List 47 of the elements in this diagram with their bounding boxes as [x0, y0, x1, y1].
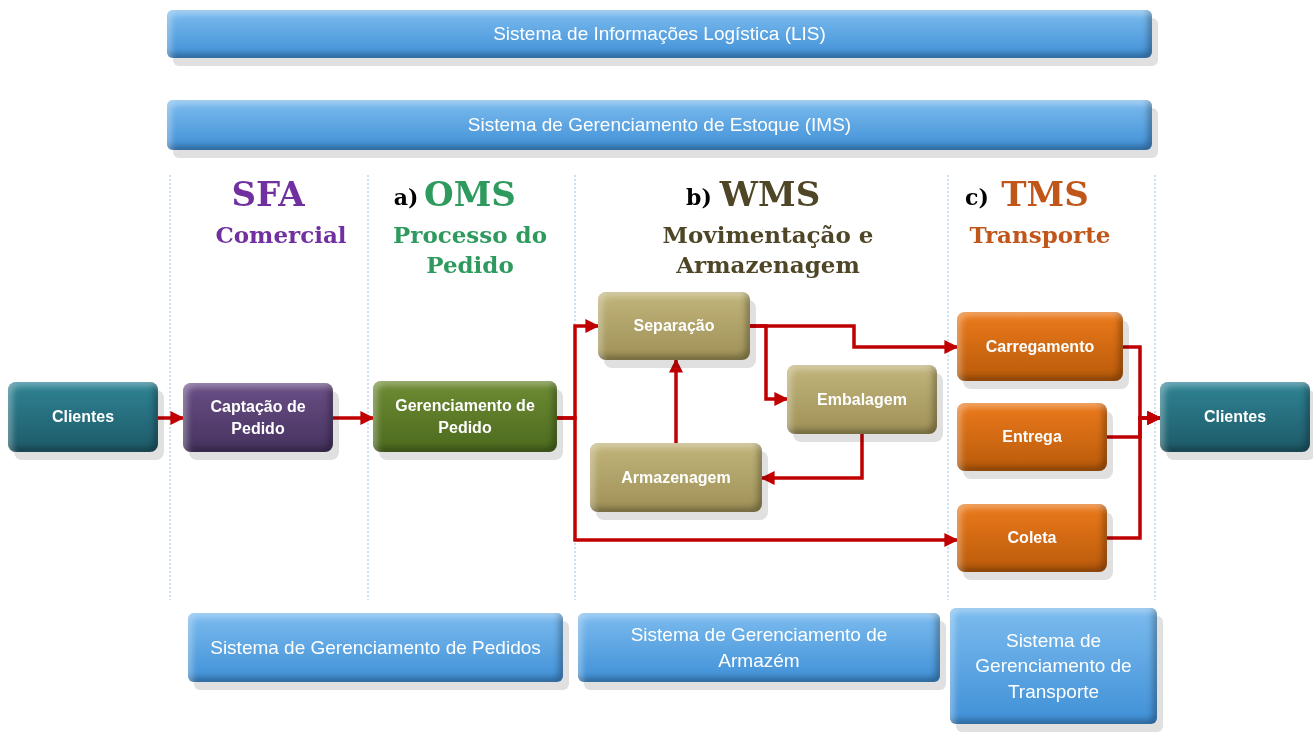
process-box: [590, 443, 762, 512]
column-heading: c): [964, 183, 990, 212]
process-box: [373, 381, 557, 452]
arrow: [158, 411, 185, 425]
column-heading: Processo do Pedido: [391, 220, 549, 280]
column-heading: b): [685, 183, 713, 212]
node-label: Carregamento: [985, 336, 1095, 357]
node-label: Separação: [633, 316, 715, 337]
column-heading: a): [392, 183, 420, 212]
node-label: Sistema de Informações Logística (LIS): [493, 22, 826, 47]
arrow: [557, 416, 959, 547]
column-heading: SFA: [230, 173, 306, 216]
column-heading: Comercial: [214, 220, 348, 250]
process-box: [957, 504, 1107, 572]
arrow: [333, 411, 375, 425]
column-heading: Movimentação e Armazenagem: [661, 220, 875, 280]
arrow: [669, 358, 683, 443]
system-bar: [950, 608, 1157, 724]
node-label: Sistema de Gerenciamento de Transporte: [974, 628, 1133, 704]
column-heading: Transporte: [968, 220, 1112, 250]
node-label: Clientes: [51, 407, 115, 428]
system-bar: [167, 10, 1152, 58]
node-label: Sistema de Gerenciamento de Estoque (IMS): [467, 113, 852, 138]
process-box: [183, 383, 333, 452]
column-heading: WMS: [718, 173, 822, 216]
process-box: [787, 365, 937, 434]
node-label: Sistema de Gerenciamento de Pedidos: [210, 635, 541, 660]
process-box: [957, 403, 1107, 471]
node-label: Armazenagem: [621, 467, 731, 488]
node-label: Captação de Pedido: [209, 396, 307, 439]
node-label: Clientes: [1203, 407, 1267, 428]
process-box: [957, 312, 1123, 381]
process-box: [598, 292, 750, 360]
system-bar: [578, 613, 940, 682]
node-label: Sistema de Gerenciamento de Armazém: [629, 622, 889, 673]
process-box: [8, 382, 158, 452]
node-label: Embalagem: [817, 389, 907, 410]
process-box: [1160, 382, 1310, 452]
system-bar: [167, 100, 1152, 150]
column-heading: OMS: [423, 173, 517, 216]
arrow: [750, 324, 959, 354]
system-bar: [188, 613, 563, 682]
node-label: Gerenciamento de Pedido: [394, 395, 536, 438]
node-label: Coleta: [1007, 528, 1057, 549]
column-heading: TMS: [1000, 173, 1090, 216]
node-label: Entrega: [1002, 427, 1062, 448]
arrow: [760, 434, 864, 485]
